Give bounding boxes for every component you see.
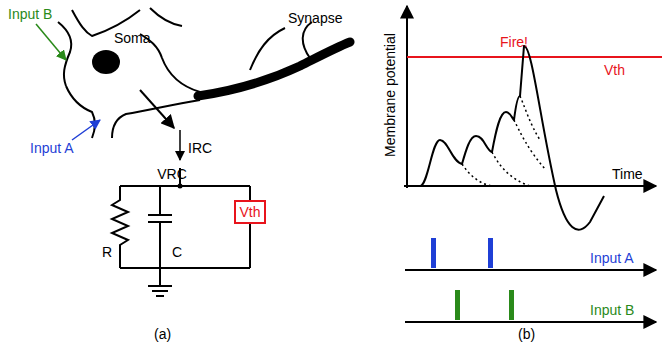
axis-label: Membrane potential: [382, 33, 398, 157]
input-label: Input B: [8, 6, 52, 22]
input-label: Input A: [590, 250, 634, 266]
threshold-text: Vth: [239, 204, 260, 220]
input-b-arrow: [36, 24, 66, 60]
axon: [198, 42, 350, 96]
component-label: C: [172, 244, 182, 260]
rc-circuit: [112, 130, 250, 296]
synapse-branch: [250, 22, 312, 70]
input-label: Input B: [590, 302, 634, 318]
threshold-box: Vth: [234, 200, 266, 224]
membrane-plot: [404, 6, 662, 322]
panel-label: (b): [518, 326, 535, 342]
panel-label: (a): [154, 326, 171, 342]
input-label: Input A: [30, 140, 74, 156]
threshold-label: Vth: [604, 62, 625, 78]
part-name: Synapse: [288, 10, 342, 26]
input-a-arrow: [72, 120, 100, 140]
nucleus: [92, 50, 120, 74]
voltage-label: VRC: [157, 166, 187, 182]
part-name: Soma: [114, 30, 151, 46]
component-label: R: [102, 244, 112, 260]
neuron-outline: [58, 8, 200, 138]
axis-label: Time: [612, 166, 643, 182]
soma-arrow: [140, 90, 174, 128]
current-label: IRC: [188, 140, 212, 156]
junction: [178, 184, 183, 189]
callout-text: Fire!: [500, 34, 528, 50]
